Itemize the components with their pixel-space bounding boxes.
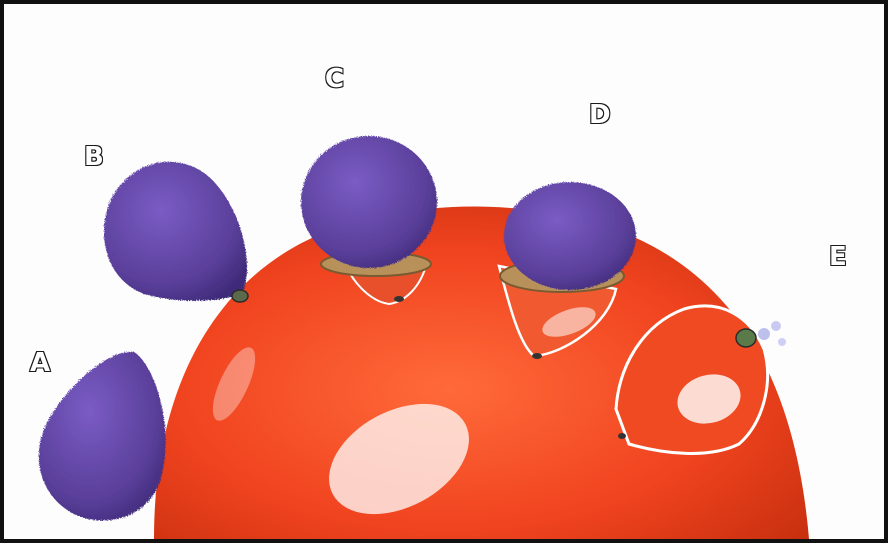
label-a: A [30, 350, 50, 376]
label-b: B [84, 144, 104, 170]
bud-c-spot [394, 296, 404, 302]
virion-a [39, 352, 166, 521]
virion-b-stalk [232, 290, 248, 302]
bud-d-spot [532, 353, 542, 359]
label-e: E [829, 244, 847, 270]
label-d: D [589, 102, 611, 128]
pit-e-spot [618, 433, 626, 439]
virion-b [104, 162, 247, 301]
virion-d [504, 182, 636, 290]
budding-diagram [4, 4, 884, 539]
pit-e-knob [736, 329, 756, 347]
label-c: C [325, 66, 344, 92]
virion-c [301, 136, 437, 268]
